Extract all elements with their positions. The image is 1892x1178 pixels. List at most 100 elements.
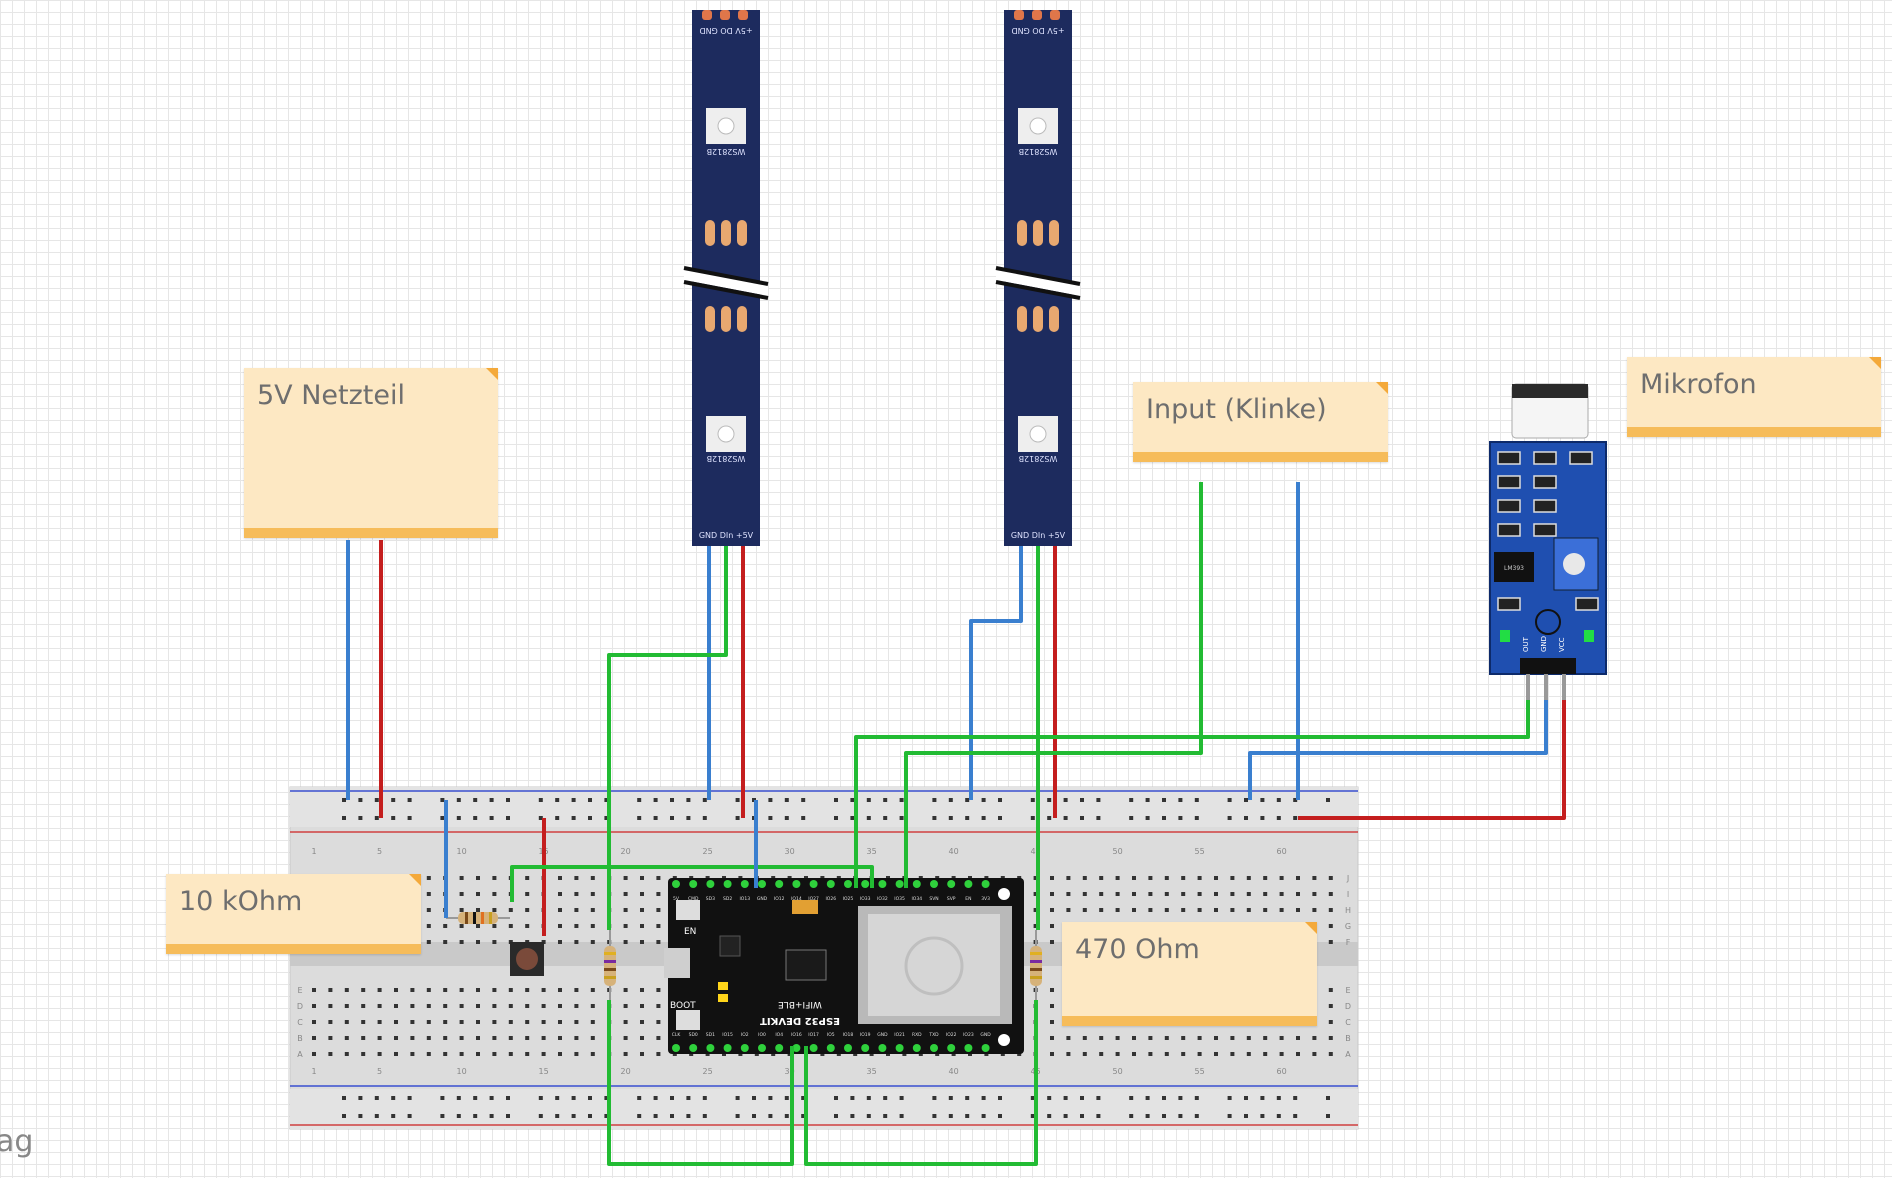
wires — [346, 482, 1566, 1166]
esp32-pin — [740, 1044, 749, 1052]
esp32-pin-label: GND — [980, 1032, 991, 1038]
row-letter: H — [1345, 906, 1351, 915]
column-number: 40 — [949, 847, 959, 856]
row-letter: G — [1345, 922, 1351, 931]
esp32-name-label: ESP32 DEVKIT — [760, 1015, 840, 1026]
wire-strip1-din — [607, 546, 728, 930]
strip-pad — [738, 10, 748, 20]
column-number: 30 — [785, 1067, 795, 1076]
esp32-pin-label: IO15 — [722, 1032, 733, 1038]
esp32-pin — [878, 1044, 887, 1052]
esp32-pin-label: IO16 — [791, 1032, 802, 1038]
esp32-pin-label: SD3 — [706, 896, 715, 902]
column-number: 1 — [311, 1067, 316, 1076]
esp32-pin — [947, 880, 956, 888]
esp32-pin-label: IO22 — [946, 1032, 957, 1038]
led-chip-label: WS2812B — [1019, 147, 1058, 156]
wire-mic-gnd — [1248, 700, 1548, 800]
note-resistor-470-text: 470 Ohm — [1075, 934, 1200, 965]
mic-pin-vcc-label: VCC — [1558, 637, 1566, 652]
boot-label: BOOT — [670, 1001, 696, 1011]
note-input-text: Input (Klinke) — [1146, 394, 1327, 425]
resistor-470-right — [1030, 930, 1042, 1000]
esp32-pins: 5VCLKCMDSD0SD3SD1SD2IO15IO13IO2GNDIO0IO1… — [672, 880, 991, 1052]
wire-mic-out — [854, 700, 1530, 888]
column-number: 25 — [703, 1067, 713, 1076]
smd-component — [1533, 499, 1557, 513]
smd-component — [1533, 451, 1557, 465]
boot-button — [676, 1010, 700, 1030]
note-resistor-10k-text: 10 kOhm — [179, 886, 303, 917]
potentiometer — [1563, 553, 1585, 575]
column-number: 20 — [621, 847, 631, 856]
esp32-subtitle-label: WIFI+BLE — [778, 999, 822, 1009]
esp32-pin — [792, 1044, 801, 1052]
smd-component — [1497, 523, 1521, 537]
esp32-pin — [740, 880, 749, 888]
column-number: 15 — [539, 1067, 549, 1076]
note-netzteil[interactable]: 5V Netzteil — [244, 368, 498, 538]
esp32-pin — [809, 1044, 818, 1052]
esp32-pin — [826, 1044, 835, 1052]
esp32-pin — [947, 1044, 956, 1052]
esp32-pin — [912, 880, 921, 888]
row-letter: E — [297, 986, 302, 995]
column-number: 5 — [377, 1067, 382, 1076]
column-number: 50 — [1113, 1067, 1123, 1076]
column-number: 5 — [377, 847, 382, 856]
wire-strip2-gnd — [969, 546, 1023, 800]
note-netzteil-text: 5V Netzteil — [257, 380, 405, 411]
wire-button-to-gpio — [510, 865, 874, 902]
note-mikrofon[interactable]: Mikrofon — [1627, 357, 1881, 437]
esp32-pin-label: SD1 — [706, 1032, 715, 1038]
esp32-pin — [723, 1044, 732, 1052]
esp32-pin — [792, 880, 801, 888]
esp32-pin — [758, 1044, 766, 1052]
note-resistor-10k[interactable]: 10 kOhm — [166, 874, 421, 954]
smd-component — [1575, 597, 1599, 611]
esp32-pin-label: IO35 — [894, 896, 905, 902]
row-letter: E — [1345, 986, 1350, 995]
esp32-pin-label: IO2 — [741, 1032, 749, 1038]
note-mikrofon-text: Mikrofon — [1640, 369, 1757, 400]
smd-component — [1497, 475, 1521, 489]
smd-component — [1497, 451, 1521, 465]
row-letter: I — [1347, 890, 1349, 899]
row-letter: D — [297, 1002, 303, 1011]
column-number: 50 — [1113, 847, 1123, 856]
column-number: 25 — [703, 847, 713, 856]
note-resistor-470[interactable]: 470 Ohm — [1062, 922, 1317, 1026]
esp32-pin-label: SVN — [929, 896, 938, 902]
esp32-pin — [861, 880, 870, 888]
smd-component — [1533, 523, 1557, 537]
esp32-pin — [723, 880, 732, 888]
esp32-pin — [930, 1044, 938, 1052]
esp32-pin-label: GND — [877, 1032, 888, 1038]
push-button — [510, 942, 544, 976]
smd-component — [1497, 597, 1521, 611]
strip-pin-label-bottom: GND DIn +5V — [699, 531, 754, 540]
esp32-pin — [895, 1044, 904, 1052]
esp32-pin — [981, 1044, 990, 1052]
esp32-pin — [809, 880, 818, 888]
esp32-pin — [964, 880, 973, 888]
esp32-pin — [672, 880, 680, 888]
esp32-pin — [964, 1044, 973, 1052]
led-strip-2: +5V DO GND WS2812B WS2812B GND DIn +5V — [995, 10, 1081, 546]
esp32-pin — [775, 1044, 784, 1052]
row-letter: D — [1345, 1002, 1351, 1011]
esp32-pin-label: TXD — [928, 1032, 939, 1038]
column-number: 40 — [949, 1067, 959, 1076]
led-strip-1: +5V DO GND WS2812B WS2812B GND DIn +5V — [683, 10, 769, 546]
esp32-pin-label: IO5 — [827, 1032, 835, 1038]
esp32-pin-label: GND — [757, 896, 768, 902]
microphone-module: LM393 OUT GND VCC — [1489, 383, 1607, 702]
esp32-pin — [895, 880, 904, 888]
wire-bottom-loop-right — [804, 1000, 1038, 1166]
esp32-pin-label: IO4 — [775, 1032, 783, 1038]
note-input[interactable]: Input (Klinke) — [1133, 382, 1388, 462]
column-number: 60 — [1277, 847, 1287, 856]
esp32-pin — [861, 1044, 870, 1052]
column-number: 30 — [785, 847, 795, 856]
